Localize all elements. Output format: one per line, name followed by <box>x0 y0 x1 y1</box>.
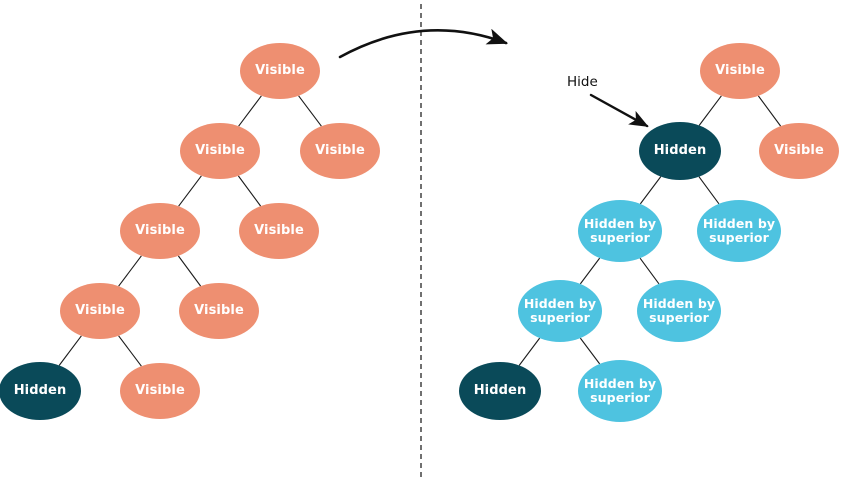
tree-node[interactable]: Visible <box>700 43 780 99</box>
tree-node-label: Visible <box>774 142 824 158</box>
tree-node-label: Hidden by superior <box>583 376 657 405</box>
tree-node[interactable]: Visible <box>179 283 259 339</box>
tree-node[interactable]: Visible <box>759 123 839 179</box>
tree-node[interactable]: Hidden by superior <box>578 200 662 262</box>
tree-node[interactable]: Visible <box>240 43 320 99</box>
tree-node-label: Hidden <box>473 382 527 398</box>
tree-node[interactable]: Hidden by superior <box>578 360 662 422</box>
curved-transition-arrow <box>338 28 508 59</box>
tree-node[interactable]: Hidden by superior <box>697 200 781 262</box>
tree-edge <box>58 335 82 366</box>
tree-node-label: Hidden by superior <box>523 296 597 325</box>
tree-edge <box>757 95 782 127</box>
hide-annotation-label: Hide <box>567 74 598 90</box>
tree-node-label: Hidden by superior <box>642 296 716 325</box>
tree-node[interactable]: Hidden <box>0 362 81 420</box>
tree-node-label: Hidden by superior <box>583 216 657 245</box>
tree-node[interactable]: Hidden <box>459 362 541 420</box>
tree-node[interactable]: Visible <box>60 283 140 339</box>
tree-edge <box>237 175 262 207</box>
tree-edge <box>298 95 322 127</box>
tree-node-label: Visible <box>75 302 125 318</box>
tree-node[interactable]: Visible <box>180 123 260 179</box>
tree-node-label: Visible <box>254 222 304 238</box>
tree-edge <box>639 257 660 285</box>
tree-edge <box>177 255 202 287</box>
tree-node[interactable]: Hidden <box>639 122 721 180</box>
tree-node-label: Visible <box>135 382 185 398</box>
tree-node-label: Visible <box>194 302 244 318</box>
tree-node-label: Hidden by superior <box>702 216 776 245</box>
tree-node[interactable]: Visible <box>120 203 200 259</box>
tree-edge <box>579 337 601 365</box>
tree-edge <box>118 255 142 287</box>
tree-node-label: Visible <box>255 62 305 78</box>
hide-arrow <box>589 93 649 128</box>
tree-edge <box>118 335 142 367</box>
tree-node[interactable]: Visible <box>239 203 319 259</box>
tree-node[interactable]: Hidden by superior <box>637 280 721 342</box>
tree-node-label: Hidden <box>13 382 67 398</box>
tree-node-label: Visible <box>315 142 365 158</box>
tree-edge <box>698 176 720 205</box>
tree-node-label: Visible <box>195 142 245 158</box>
tree-node-label: Hidden <box>653 142 707 158</box>
tree-node-label: Visible <box>715 62 765 78</box>
tree-node[interactable]: Visible <box>300 123 380 179</box>
tree-edge <box>518 337 541 366</box>
tree-edge <box>698 95 722 126</box>
tree-edge <box>579 257 601 285</box>
tree-node[interactable]: Hidden by superior <box>518 280 602 342</box>
tree-node-label: Visible <box>135 222 185 238</box>
tree-edge <box>238 95 262 127</box>
tree-edge <box>639 176 662 205</box>
tree-node[interactable]: Visible <box>120 363 200 419</box>
tree-edge <box>178 175 202 207</box>
